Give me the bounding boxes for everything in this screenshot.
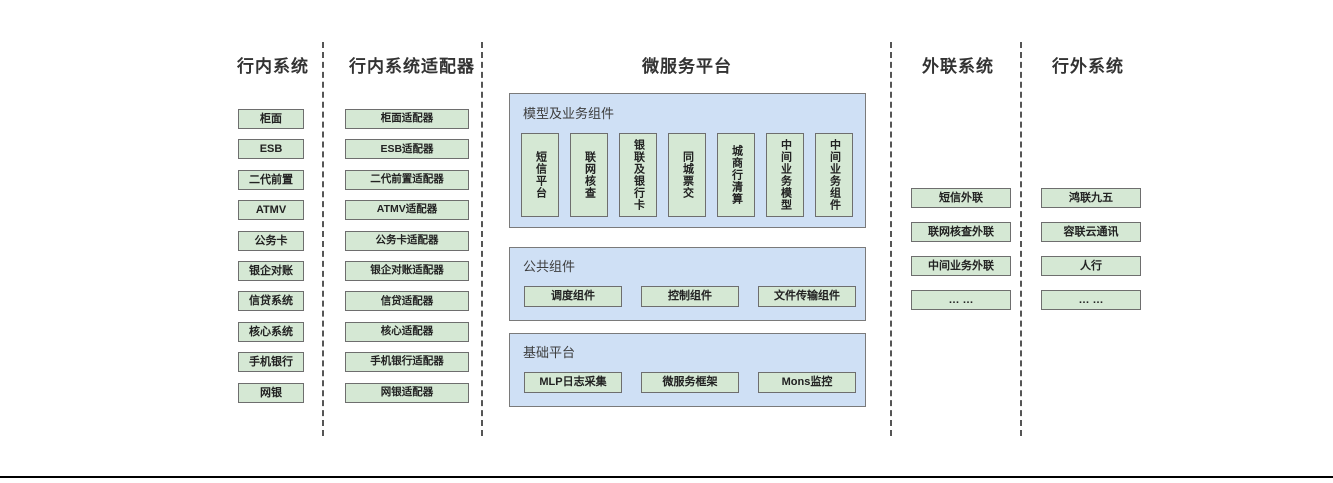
panel-common-components — [509, 247, 866, 321]
node-internal-9[interactable]: 网银 — [238, 382, 304, 403]
node-external_link-1[interactable]: 联网核查外联 — [911, 222, 1011, 242]
node-base-1[interactable]: 微服务框架 — [641, 372, 739, 393]
column-divider-3 — [890, 42, 892, 436]
node-adapter-2[interactable]: 二代前置适配器 — [345, 169, 469, 190]
node-external_link-2[interactable]: 中间业务外联 — [911, 256, 1011, 276]
vnode-label: 短信平台 — [534, 151, 547, 199]
vnode-model-4[interactable]: 城商行清算 — [717, 133, 755, 217]
vnode-label: 同城票交 — [681, 151, 694, 199]
node-base-0[interactable]: MLP日志采集 — [524, 372, 622, 393]
node-adapter-1[interactable]: ESB适配器 — [345, 139, 469, 160]
node-external_link-0[interactable]: 短信外联 — [911, 188, 1011, 208]
node-adapter-5[interactable]: 银企对账适配器 — [345, 261, 469, 281]
panel-title-base-platform: 基础平台 — [523, 345, 576, 360]
node-adapter-9[interactable]: 网银适配器 — [345, 382, 469, 403]
node-adapter-7[interactable]: 核心适配器 — [345, 321, 469, 342]
vnode-label: 中间业务组件 — [828, 139, 841, 211]
node-internal-1[interactable]: ESB — [238, 139, 304, 160]
node-adapter-3[interactable]: ATMV适配器 — [345, 200, 469, 221]
column-divider-2 — [481, 42, 483, 436]
bottom-separator — [0, 476, 1333, 478]
vnode-model-2[interactable]: 银联及银行卡 — [619, 133, 657, 217]
vnode-model-5[interactable]: 中间业务模型 — [766, 133, 804, 217]
node-internal-7[interactable]: 核心系统 — [238, 321, 304, 342]
node-internal-0[interactable]: 柜面 — [238, 109, 304, 129]
column-divider-1 — [322, 42, 324, 436]
node-adapter-8[interactable]: 手机银行适配器 — [345, 352, 469, 373]
node-internal-3[interactable]: ATMV — [238, 200, 304, 221]
column-title-platform: 微服务平台 — [642, 57, 732, 76]
panel-title-model-business: 模型及业务组件 — [523, 106, 615, 121]
column-divider-4 — [1020, 42, 1022, 436]
column-title-external_link: 外联系统 — [922, 57, 994, 76]
node-adapter-6[interactable]: 信贷适配器 — [345, 291, 469, 312]
vnode-model-1[interactable]: 联网核查 — [570, 133, 608, 217]
node-common-1[interactable]: 控制组件 — [641, 286, 739, 307]
node-outside-0[interactable]: 鸿联九五 — [1041, 188, 1141, 208]
panel-title-common-components: 公共组件 — [523, 259, 576, 274]
node-outside-2[interactable]: 人行 — [1041, 256, 1141, 276]
vnode-label: 联网核查 — [583, 151, 596, 199]
vnode-model-0[interactable]: 短信平台 — [521, 133, 559, 217]
node-common-2[interactable]: 文件传输组件 — [758, 286, 856, 307]
vnode-model-6[interactable]: 中间业务组件 — [815, 133, 853, 217]
node-adapter-0[interactable]: 柜面适配器 — [345, 109, 469, 129]
node-adapter-4[interactable]: 公务卡适配器 — [345, 230, 469, 251]
node-outside-1[interactable]: 容联云通讯 — [1041, 222, 1141, 242]
vnode-label: 中间业务模型 — [779, 139, 792, 211]
node-internal-4[interactable]: 公务卡 — [238, 230, 304, 251]
node-internal-6[interactable]: 信贷系统 — [238, 291, 304, 312]
node-internal-2[interactable]: 二代前置 — [238, 169, 304, 190]
column-title-internal: 行内系统 — [237, 57, 309, 76]
column-title-adapter: 行内系统适配器 — [349, 57, 475, 76]
vnode-label: 城商行清算 — [730, 145, 743, 205]
column-title-outside: 行外系统 — [1052, 57, 1124, 76]
node-outside-3[interactable]: … … — [1041, 290, 1141, 310]
node-external_link-3[interactable]: … … — [911, 290, 1011, 310]
vnode-label: 银联及银行卡 — [632, 139, 645, 211]
node-common-0[interactable]: 调度组件 — [524, 286, 622, 307]
vnode-model-3[interactable]: 同城票交 — [668, 133, 706, 217]
node-internal-8[interactable]: 手机银行 — [238, 352, 304, 373]
node-base-2[interactable]: Mons监控 — [758, 372, 856, 393]
panel-base-platform — [509, 333, 866, 407]
node-internal-5[interactable]: 银企对账 — [238, 261, 304, 281]
